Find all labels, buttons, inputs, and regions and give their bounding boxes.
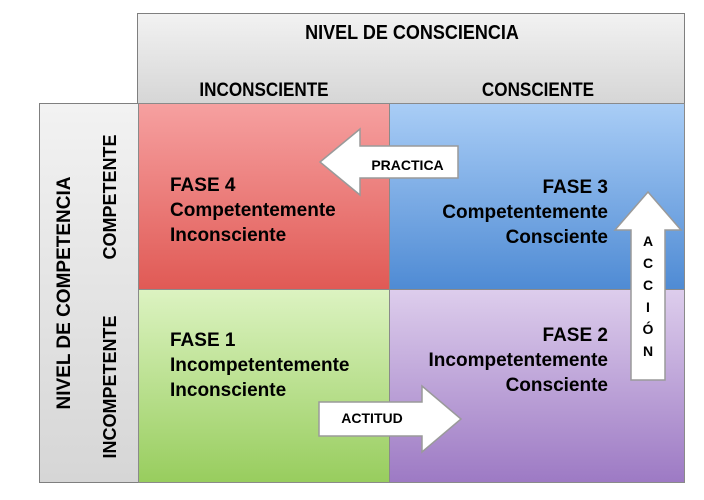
quadrant-fase4 [138, 103, 390, 290]
fase1-text: FASE 1 Incompetentemente Inconsciente [170, 328, 349, 403]
accion-letter-3: C [642, 277, 654, 293]
row-label-incompetente: INCOMPETENTE [100, 315, 120, 459]
consciousness-title: NIVEL DE CONSCIENCIA [305, 22, 519, 44]
accion-letter-2: C [642, 255, 654, 271]
fase4-text: FASE 4 Competentemente Inconsciente [170, 173, 336, 248]
fase4-phase: FASE 4 [170, 175, 236, 196]
fase2-phase: FASE 2 [542, 325, 608, 346]
actitud-arrow-icon [318, 384, 463, 454]
quadrant-fase1 [138, 289, 390, 483]
fase4-line2: Competentemente [170, 200, 336, 221]
practica-arrow-icon [318, 127, 459, 197]
accion-label: A C C I Ó N [638, 230, 658, 362]
accion-letter-1: A [642, 233, 654, 249]
fase4-line3: Inconsciente [170, 225, 287, 246]
fase1-line3: Inconsciente [170, 380, 287, 401]
accion-arrow-icon [613, 190, 683, 381]
accion-letter-6: N [642, 343, 654, 359]
accion-letter-5: Ó [642, 321, 654, 337]
fase1-phase: FASE 1 [170, 330, 236, 351]
column-label-consciente: CONSCIENTE [481, 80, 595, 101]
fase3-line2: Competentemente [442, 202, 608, 223]
fase2-text: FASE 2 Incompetentemente Consciente [429, 323, 608, 398]
row-label-competente: COMPETENTE [100, 134, 120, 260]
fase3-phase: FASE 3 [542, 177, 608, 198]
competence-title: NIVEL DE COMPETENCIA [54, 176, 75, 410]
accion-letter-4: I [646, 299, 650, 315]
fase1-line2: Incompetentemente [170, 355, 350, 376]
competence-sidebar [39, 103, 139, 483]
fase3-line3: Consciente [505, 227, 608, 248]
actitud-label: ACTITUD [341, 410, 403, 426]
consciousness-header: NIVEL DE CONSCIENCIA INCONSCIENTE CONSCI… [137, 13, 685, 104]
column-label-inconsciente: INCONSCIENTE [199, 80, 329, 101]
practica-label: PRACTICA [371, 157, 444, 173]
fase3-text: FASE 3 Competentemente Consciente [442, 175, 608, 250]
fase2-line3: Consciente [505, 375, 608, 396]
fase2-line2: Incompetentemente [428, 350, 608, 371]
